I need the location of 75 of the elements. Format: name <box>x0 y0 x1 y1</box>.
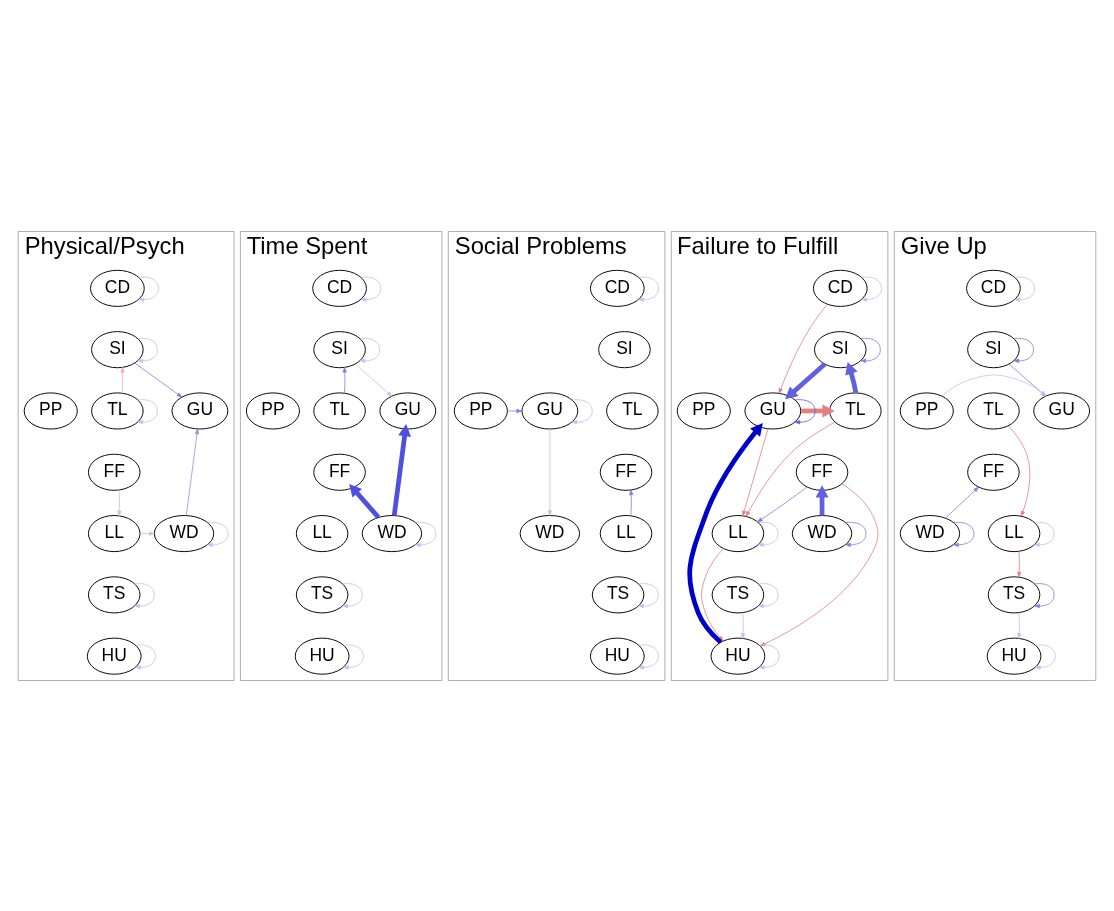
arrow <box>945 486 979 518</box>
arrow <box>343 644 364 670</box>
node-ellipse: PP <box>23 391 78 429</box>
arrow <box>185 428 200 516</box>
arrow <box>845 521 867 547</box>
arrow <box>1017 611 1022 639</box>
arrow <box>638 644 659 670</box>
arrow <box>785 362 827 399</box>
arrow <box>349 483 381 519</box>
arrow <box>638 582 659 608</box>
arrow <box>360 276 382 302</box>
arrow <box>117 489 122 516</box>
arrow <box>845 361 859 393</box>
node-ellipse: LL <box>295 514 349 552</box>
node-ellipse: PP <box>899 391 954 429</box>
node-ellipse: FF <box>599 453 653 491</box>
node-ellipse: TL <box>313 391 366 429</box>
node-ellipse: PP <box>245 391 300 429</box>
arrow <box>741 611 746 639</box>
node-ellipse: LL <box>599 514 653 552</box>
arrow <box>941 374 1047 396</box>
arrow <box>687 422 763 644</box>
arrow <box>801 404 835 417</box>
arrow <box>1034 521 1055 547</box>
node-ellipse: TL <box>606 391 659 429</box>
arrow <box>506 408 522 413</box>
arrow <box>1008 425 1031 517</box>
node-ellipse: TL <box>829 391 882 429</box>
node-ellipse: LL <box>87 514 141 552</box>
arrow <box>1008 363 1047 397</box>
arrow <box>120 366 125 394</box>
arrow <box>860 337 881 363</box>
arrow <box>391 423 411 516</box>
arrow <box>571 398 593 424</box>
arrow <box>134 582 155 608</box>
arrow <box>778 303 828 394</box>
arrow <box>745 421 836 517</box>
arrow <box>135 644 156 670</box>
arrow <box>1014 276 1036 302</box>
arrow <box>138 276 159 302</box>
arrow <box>758 644 780 670</box>
arrow <box>342 582 363 608</box>
node-ellipse: FF <box>313 453 366 491</box>
arrow <box>1034 582 1055 608</box>
arrow <box>794 398 816 424</box>
arrow <box>139 531 155 536</box>
arrow <box>137 398 158 424</box>
arrow <box>701 547 724 641</box>
arrow <box>815 484 829 516</box>
arrow <box>415 521 437 547</box>
arrow <box>757 486 808 522</box>
arrow <box>1017 550 1022 577</box>
arrow <box>638 276 659 302</box>
arrow <box>629 489 634 516</box>
arrow <box>758 521 779 547</box>
arrow <box>742 427 769 516</box>
arrow <box>1035 644 1056 670</box>
arrow <box>547 428 552 516</box>
arrow <box>342 366 347 394</box>
arrow <box>207 521 229 547</box>
node-ellipse: PP <box>453 391 508 429</box>
node-ellipse: FF <box>795 453 849 491</box>
node-ellipse: FF <box>87 453 141 491</box>
arrow <box>355 363 393 397</box>
arrow <box>359 337 381 363</box>
arrow <box>758 582 779 608</box>
arrow <box>1013 337 1034 363</box>
arrow <box>861 276 882 302</box>
node-ellipse: PP <box>676 391 731 429</box>
node-ellipse: SI <box>598 330 651 368</box>
arrow <box>137 337 158 363</box>
arrow <box>953 521 975 547</box>
arrow <box>134 362 183 397</box>
node-ellipse: WD <box>519 514 581 552</box>
node-ellipse: TL <box>967 391 1020 429</box>
